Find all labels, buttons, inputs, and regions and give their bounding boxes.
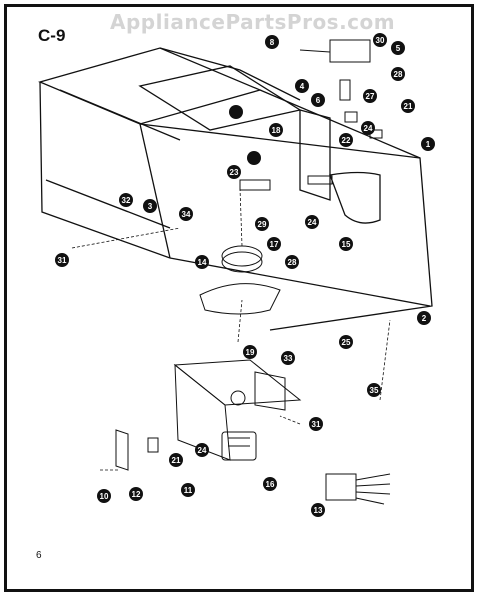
callout-34	[229, 105, 243, 119]
callout-32: 34	[179, 207, 193, 221]
callout-15: 13	[311, 503, 325, 517]
callout-30: 32	[119, 193, 133, 207]
svg-text:1: 1	[426, 140, 431, 149]
callout-20b: 21	[169, 453, 183, 467]
svg-text:24: 24	[364, 124, 373, 133]
callout-25: 27	[363, 89, 377, 103]
svg-text:19: 19	[246, 348, 255, 357]
callout-1: 1	[421, 137, 435, 151]
callout-14: 15	[339, 237, 353, 251]
callout-2: 2	[417, 311, 431, 325]
callout-29b: 31	[309, 417, 323, 431]
callout-35	[247, 151, 261, 165]
watermark: AppliancePartsPros.com	[110, 10, 396, 34]
leader-lines	[71, 187, 391, 471]
svg-text:31: 31	[58, 256, 67, 265]
svg-text:32: 32	[122, 196, 131, 205]
page-number: 6	[36, 550, 42, 561]
svg-text:18: 18	[272, 126, 281, 135]
callout-23b: 24	[305, 215, 319, 229]
svg-text:12: 12	[132, 490, 141, 499]
callout-23c: 24	[195, 443, 209, 457]
svg-text:13: 13	[314, 506, 323, 515]
switch-bracket	[115, 429, 159, 471]
wire-harness	[325, 473, 391, 505]
svg-text:24: 24	[308, 218, 317, 227]
svg-text:6: 6	[316, 96, 321, 105]
svg-text:34: 34	[182, 210, 191, 219]
callout-18: 18	[269, 123, 283, 137]
callout-26: 28	[391, 67, 405, 81]
svg-text:25: 25	[342, 338, 351, 347]
callout-10: 10	[97, 489, 111, 503]
diagram-frame	[4, 4, 474, 592]
callout-5: 5	[391, 41, 405, 55]
svg-text:29: 29	[258, 220, 267, 229]
svg-text:14: 14	[198, 258, 207, 267]
callout-4: 4	[295, 79, 309, 93]
callout-21: 22	[339, 133, 353, 147]
svg-text:8: 8	[270, 38, 275, 47]
svg-text:16: 16	[266, 480, 275, 489]
svg-text:30: 30	[376, 36, 385, 45]
callout-24: 25	[339, 335, 353, 349]
diagram-code: C-9	[38, 26, 66, 45]
callout-11: 11	[181, 483, 195, 497]
callout-27: 29	[255, 217, 269, 231]
svg-text:4: 4	[300, 82, 305, 91]
svg-text:5: 5	[396, 44, 401, 53]
fan-assembly	[199, 245, 281, 315]
callout-3: 3	[143, 199, 157, 213]
part-callouts: 8 30 5 4 28 27 6 21 24 18 22 1 23 32 3 3…	[55, 33, 435, 517]
callout-19: 19	[243, 345, 257, 359]
svg-text:15: 15	[342, 240, 351, 249]
callout-12: 12	[129, 487, 143, 501]
cabinet-housing	[38, 47, 433, 331]
svg-text:3: 3	[148, 202, 153, 211]
callout-31: 33	[281, 351, 295, 365]
svg-text:24: 24	[198, 446, 207, 455]
callout-6: 6	[311, 93, 325, 107]
svg-text:22: 22	[342, 136, 351, 145]
callout-20: 21	[401, 99, 415, 113]
callout-23: 24	[361, 121, 375, 135]
callout-8: 8	[265, 35, 279, 49]
callout-28: 30	[373, 33, 387, 47]
svg-text:28: 28	[288, 258, 297, 267]
callout-13: 14	[195, 255, 209, 269]
svg-text:11: 11	[184, 486, 193, 495]
callout-17: 17	[267, 237, 281, 251]
top-components	[239, 39, 383, 191]
svg-text:10: 10	[100, 492, 109, 501]
svg-text:33: 33	[284, 354, 293, 363]
svg-text:21: 21	[404, 102, 413, 111]
motor	[221, 431, 257, 461]
svg-text:27: 27	[366, 92, 375, 101]
svg-text:28: 28	[394, 70, 403, 79]
callout-29: 31	[55, 253, 69, 267]
callout-26b: 28	[285, 255, 299, 269]
svg-text:31: 31	[312, 420, 321, 429]
svg-text:35: 35	[370, 386, 379, 395]
callout-33: 35	[367, 383, 381, 397]
callout-22: 23	[227, 165, 241, 179]
motor-bracket	[173, 359, 302, 461]
svg-text:17: 17	[270, 240, 279, 249]
callout-16: 16	[263, 477, 277, 491]
svg-text:2: 2	[422, 314, 427, 323]
svg-text:21: 21	[172, 456, 181, 465]
svg-text:23: 23	[230, 168, 239, 177]
